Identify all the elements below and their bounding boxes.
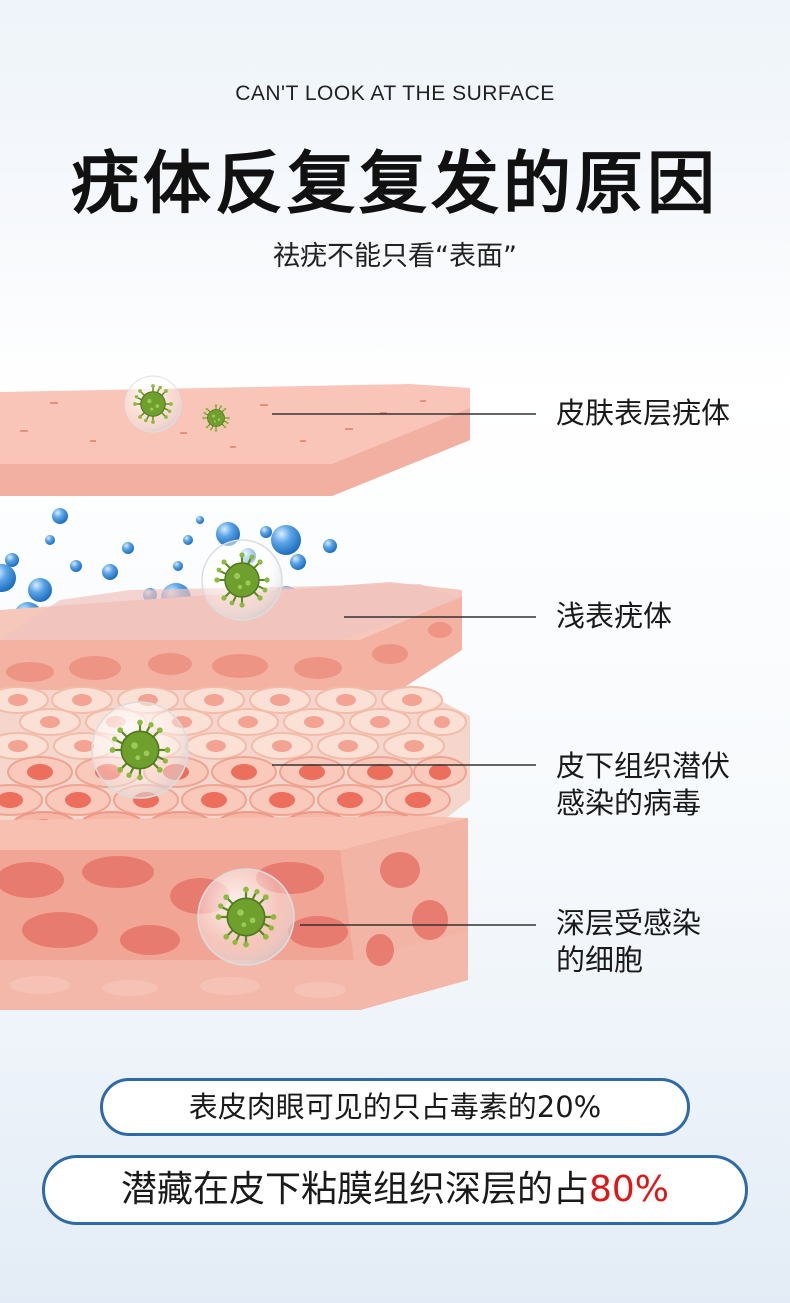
label-latent-virus-line1: 皮下组织潜伏 — [556, 749, 731, 783]
skin-layers-diagram — [0, 375, 536, 1010]
leader-lines — [272, 413, 536, 926]
label-infected-cells-line1: 深层受感染 — [556, 906, 702, 940]
surface-layer — [0, 384, 470, 496]
fact-hidden-percentage: 潜藏在皮下粘膜组织深层的占80% — [42, 1155, 748, 1225]
virus-icon — [124, 375, 182, 433]
virus-icon — [201, 539, 283, 621]
page-title: 疣体反复复发的原因 — [70, 145, 719, 224]
label-infected-cells-line2: 的细胞 — [556, 943, 644, 977]
virus-icon — [201, 403, 231, 433]
virus-icon — [91, 701, 189, 799]
virus-icon — [197, 868, 295, 966]
english-subtitle: CAN'T LOOK AT THE SURFACE — [235, 82, 555, 105]
chinese-subtitle: 祛疣不能只看“表面” — [273, 241, 517, 272]
fact-visible-percentage: 表皮肉眼可见的只占毒素的20% — [100, 1078, 690, 1136]
fact-hidden-text: 潜藏在皮下粘膜组织深层的占 — [120, 1169, 589, 1210]
label-shallow-wart: 浅表疣体 — [556, 599, 673, 633]
label-infected-cells: 深层受感染 的细胞 — [556, 905, 701, 979]
label-latent-virus-line2: 感染的病毒 — [556, 786, 702, 820]
label-latent-virus: 皮下组织潜伏 感染的病毒 — [556, 748, 730, 822]
fact-hidden-value: 80% — [589, 1169, 670, 1210]
label-surface-wart: 皮肤表层疣体 — [556, 396, 731, 430]
